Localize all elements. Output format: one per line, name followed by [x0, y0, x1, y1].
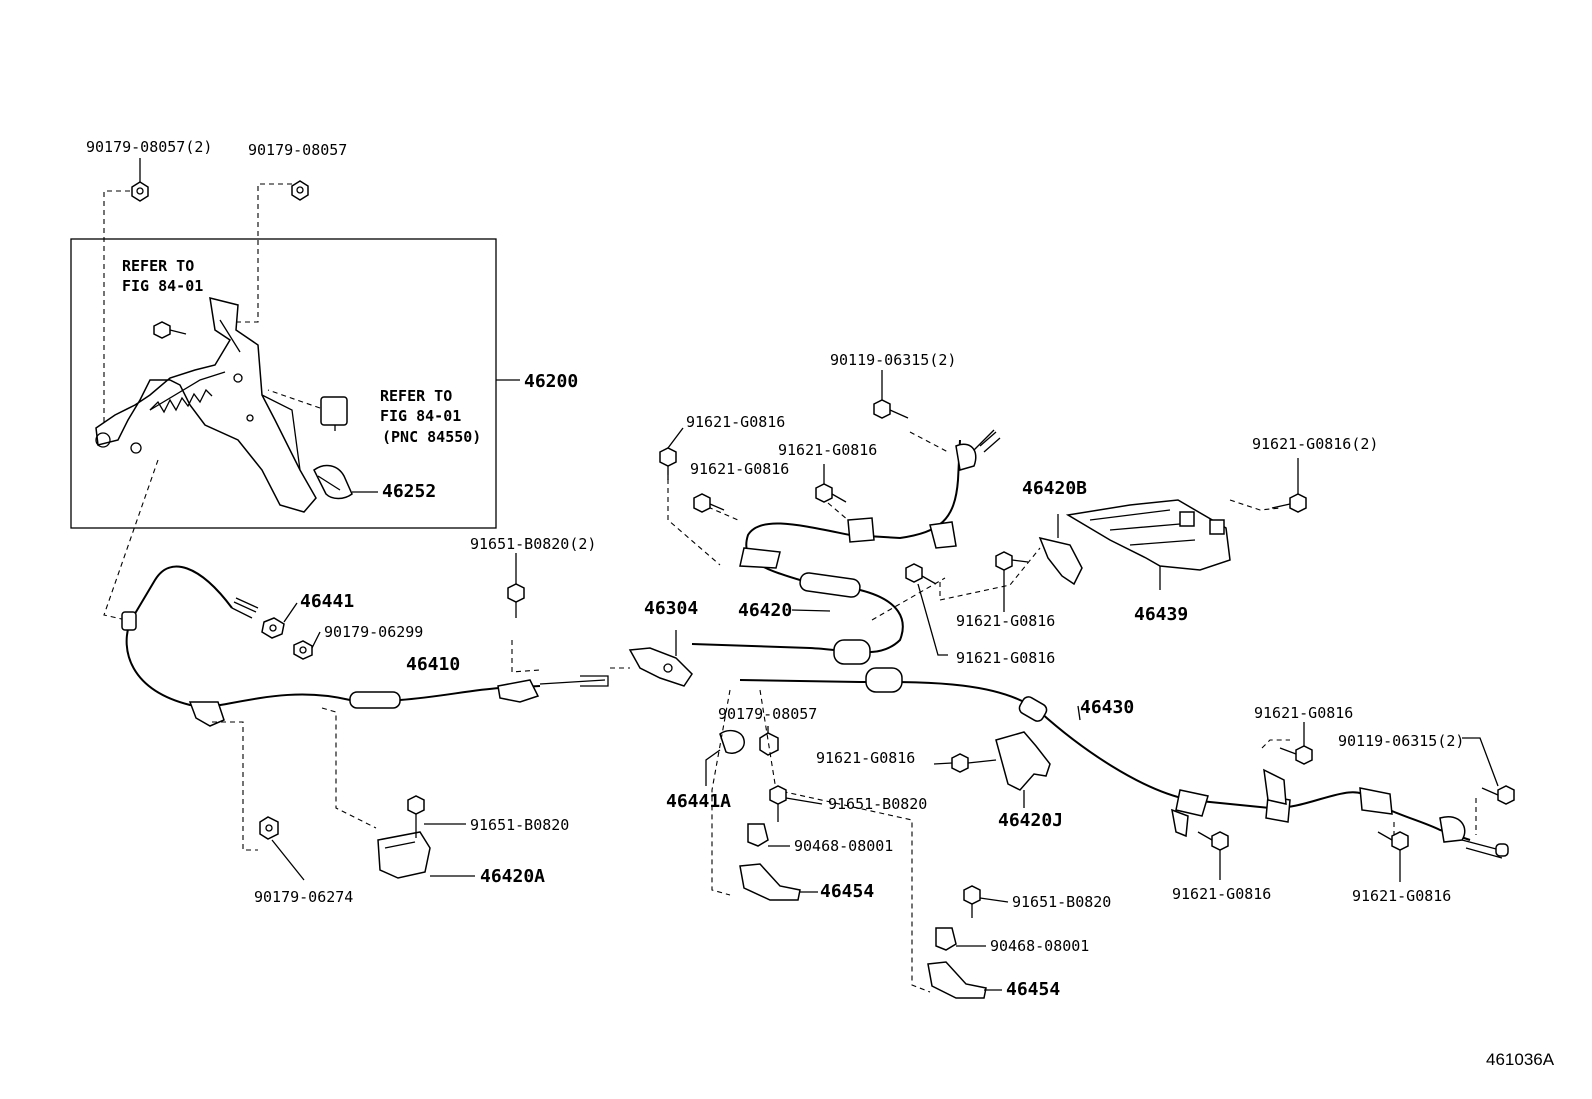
label-bolt-rh-3[interactable]: 91621-G0816	[778, 441, 877, 459]
refer-left-line2[interactable]: FIG 84-01	[122, 277, 203, 295]
pedal-pad	[313, 464, 353, 500]
bracket-46420j	[995, 731, 1051, 791]
bolt-rh-3	[815, 483, 847, 503]
label-bracket-46420j[interactable]: 46420J	[998, 810, 1063, 831]
bolt-lh-end	[1481, 785, 1515, 805]
label-bolt-46420b[interactable]: 91621-G0816	[956, 612, 1055, 630]
heat-shield-bolt	[1271, 493, 1307, 513]
clip-1	[747, 823, 790, 847]
refer-left-line1[interactable]: REFER TO	[122, 257, 194, 275]
label-bolt-46420a[interactable]: 91651-B0820	[470, 816, 569, 834]
label-bolt-lh-end[interactable]: 90119-06315(2)	[1338, 732, 1464, 750]
label-bolt-rh-4[interactable]: 91621-G0816	[956, 649, 1055, 667]
label-bolt-cable-front[interactable]: 91651-B0820(2)	[470, 535, 596, 553]
bolt-lh-1	[1279, 745, 1313, 765]
bolt-lh-2	[1197, 831, 1229, 851]
bolt-rh-top	[873, 399, 909, 419]
label-bracket-46420b[interactable]: 46420B	[1022, 478, 1087, 499]
label-bolt-lh-3[interactable]: 91621-G0816	[1352, 887, 1451, 905]
label-bolt-lh-2[interactable]: 91621-G0816	[1172, 885, 1271, 903]
label-lever-assembly[interactable]: 46200	[524, 371, 578, 392]
clip-2	[935, 927, 986, 951]
label-nut-08057-mid[interactable]: 90179-08057	[718, 705, 817, 723]
label-heat-shield-bolt[interactable]: 91621-G0816(2)	[1252, 435, 1378, 453]
nut-46441	[261, 617, 285, 639]
parking-brake-lever	[95, 296, 317, 513]
diagram-code: 461036A	[1486, 1050, 1555, 1069]
label-clamp-2[interactable]: 46454	[1006, 979, 1060, 1000]
bolt-46420j	[951, 753, 997, 773]
bracket-46420b	[1038, 514, 1083, 586]
label-clamp-1[interactable]: 46454	[820, 881, 874, 902]
bolt-front-cable	[507, 583, 525, 618]
label-bolt-mid[interactable]: 91651-B0820	[828, 795, 927, 813]
lever-bolt	[153, 321, 187, 339]
label-bolt-46420j[interactable]: 91621-G0816	[816, 749, 915, 767]
label-equalizer[interactable]: 46304	[644, 598, 698, 619]
bolt-46420a	[407, 795, 466, 838]
bolt-rh-1	[659, 447, 677, 480]
label-lh-cable[interactable]: 46430	[1080, 697, 1134, 718]
label-nut-top[interactable]: 90179-08057	[248, 141, 347, 159]
label-clip-2[interactable]: 90468-08001	[990, 937, 1089, 955]
nut-06299	[293, 640, 313, 660]
label-front-cable[interactable]: 46410	[406, 654, 460, 675]
nut-top-left	[131, 181, 149, 202]
clamp-2	[927, 961, 1002, 999]
label-bolt-rh-top[interactable]: 90119-06315(2)	[830, 351, 956, 369]
bracket-46420a	[377, 831, 431, 879]
label-heat-shield[interactable]: 46439	[1134, 604, 1188, 625]
heat-shield	[1065, 499, 1231, 571]
label-nut-46441a[interactable]: 46441A	[666, 791, 731, 812]
bolt-mid	[769, 785, 823, 822]
label-bolt-lh-1[interactable]: 91621-G0816	[1254, 704, 1353, 722]
label-nut-06299[interactable]: 90179-06299	[324, 623, 423, 641]
label-rh-cable[interactable]: 46420	[738, 600, 792, 621]
label-bolt-rh-2[interactable]: 91621-G0816	[690, 460, 789, 478]
bolt-rh-2	[693, 493, 725, 513]
brake-switch	[320, 396, 348, 431]
nut-06274	[259, 816, 279, 840]
nut-top	[291, 180, 309, 201]
label-clip-1[interactable]: 90468-08001	[794, 837, 893, 855]
lever-assembly-box	[70, 238, 497, 529]
bolt-46420b	[995, 551, 1029, 571]
clamp-1	[739, 863, 818, 901]
bolt-rh-4	[905, 563, 937, 585]
nut-46441a	[719, 729, 745, 754]
refer-right-line3[interactable]: (PNC 84550)	[382, 428, 481, 446]
label-bolt-rh-1[interactable]: 91621-G0816	[686, 413, 785, 431]
bolt-lh-3	[1377, 831, 1409, 851]
label-nut-06274[interactable]: 90179-06274	[254, 888, 353, 906]
label-nut-top-left[interactable]: 90179-08057(2)	[86, 138, 212, 156]
label-nut-46441[interactable]: 46441	[300, 591, 354, 612]
refer-right-line1[interactable]: REFER TO	[380, 387, 452, 405]
bolt-low	[963, 885, 1009, 918]
refer-right-line2[interactable]: FIG 84-01	[380, 407, 461, 425]
equalizer	[628, 630, 693, 687]
label-pedal-pad[interactable]: 46252	[382, 481, 436, 502]
label-bolt-low[interactable]: 91651-B0820	[1012, 893, 1111, 911]
label-bracket-46420a[interactable]: 46420A	[480, 866, 545, 887]
